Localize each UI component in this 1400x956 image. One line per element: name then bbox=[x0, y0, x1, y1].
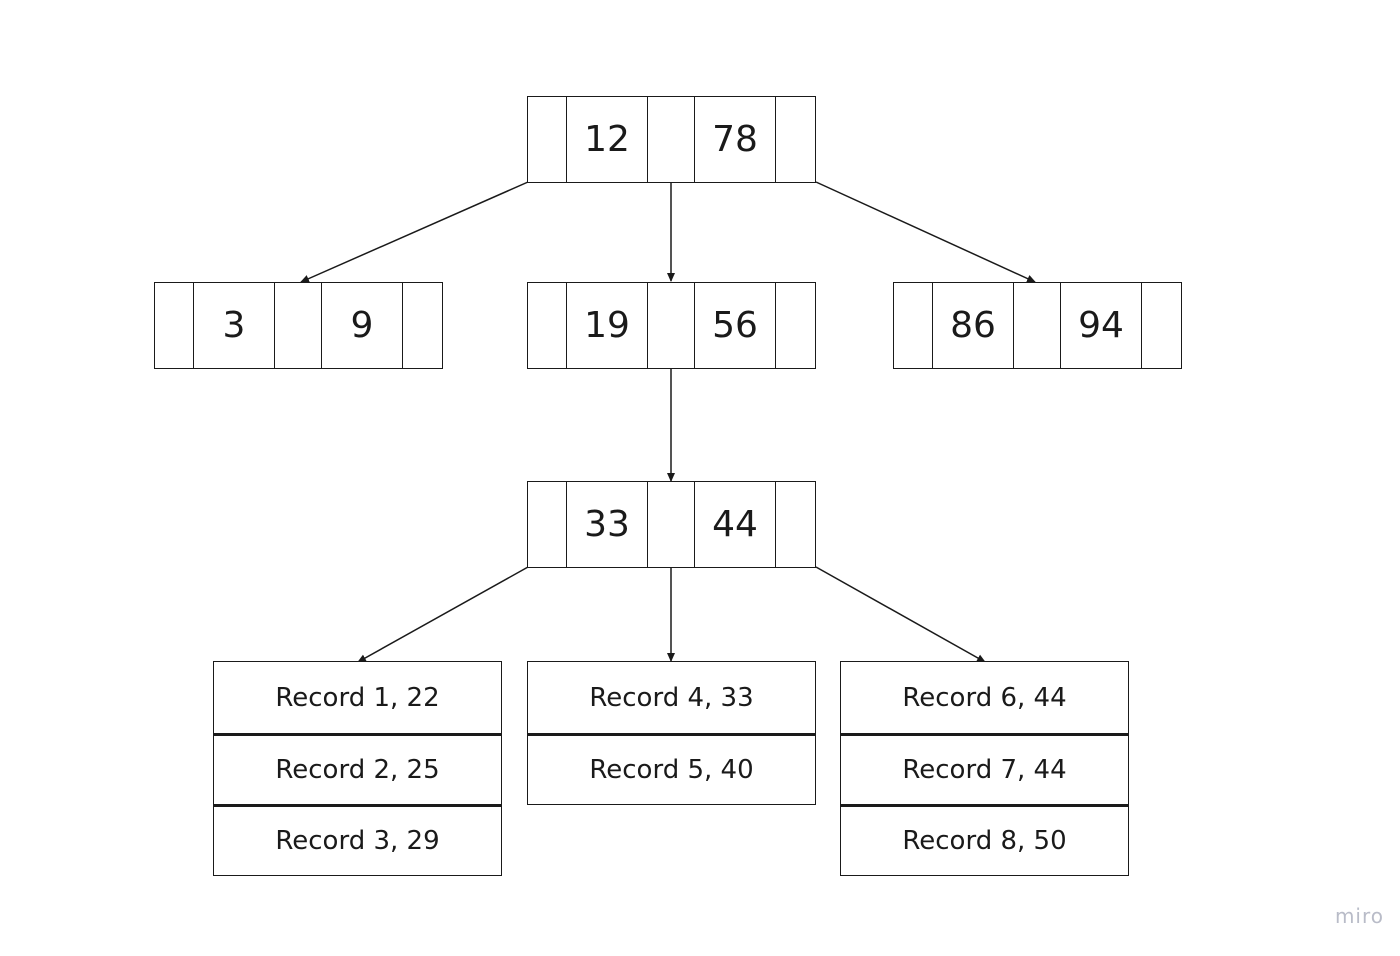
pointer-cell bbox=[528, 482, 566, 567]
record-row: Record 4, 33 bbox=[589, 682, 754, 713]
internal-node-level2: 33 44 bbox=[527, 481, 816, 568]
pointer-cell bbox=[155, 283, 193, 368]
leaf-records-right: Record 6, 44 Record 7, 44 Record 8, 50 bbox=[840, 661, 1129, 876]
key-cell: 19 bbox=[566, 283, 648, 368]
pointer-cell bbox=[648, 482, 694, 567]
key-cell: 94 bbox=[1060, 283, 1142, 368]
pointer-cell bbox=[776, 482, 814, 567]
key-cell: 86 bbox=[932, 283, 1014, 368]
key-cell: 78 bbox=[694, 97, 776, 182]
record-row: Record 7, 44 bbox=[841, 733, 1128, 804]
pointer-cell bbox=[528, 283, 566, 368]
leaf-records-left: Record 1, 22 Record 2, 25 Record 3, 29 bbox=[213, 661, 502, 876]
pointer-cell bbox=[776, 283, 814, 368]
key-cell: 12 bbox=[566, 97, 648, 182]
pointer-cell bbox=[528, 97, 566, 182]
record-row: Record 6, 44 bbox=[902, 682, 1067, 713]
record-row: Record 1, 22 bbox=[275, 682, 440, 713]
key-cell: 33 bbox=[566, 482, 648, 567]
record-row: Record 3, 29 bbox=[214, 804, 501, 875]
edge-inner-to-leaf-right bbox=[815, 566, 986, 663]
internal-node-left: 3 9 bbox=[154, 282, 443, 369]
internal-node-middle: 19 56 bbox=[527, 282, 816, 369]
pointer-cell bbox=[1014, 283, 1060, 368]
record-row: Record 8, 50 bbox=[841, 804, 1128, 875]
pointer-cell bbox=[776, 97, 814, 182]
key-cell: 56 bbox=[694, 283, 776, 368]
record-row: Record 5, 40 bbox=[528, 733, 815, 804]
root-node: 12 78 bbox=[527, 96, 816, 183]
pointer-cell bbox=[403, 283, 441, 368]
edge-root-to-left bbox=[300, 181, 529, 283]
key-cell: 44 bbox=[694, 482, 776, 567]
edge-inner-to-leaf-left bbox=[357, 566, 529, 663]
pointer-cell bbox=[1142, 283, 1180, 368]
pointer-cell bbox=[648, 283, 694, 368]
internal-node-right: 86 94 bbox=[893, 282, 1182, 369]
miro-watermark: miro bbox=[1334, 904, 1384, 928]
key-cell: 9 bbox=[321, 283, 403, 368]
pointer-cell bbox=[894, 283, 932, 368]
record-row: Record 2, 25 bbox=[214, 733, 501, 804]
key-cell: 3 bbox=[193, 283, 275, 368]
pointer-cell bbox=[275, 283, 321, 368]
leaf-records-middle: Record 4, 33 Record 5, 40 bbox=[527, 661, 816, 805]
pointer-cell bbox=[648, 97, 694, 182]
edge-root-to-right bbox=[815, 181, 1036, 283]
